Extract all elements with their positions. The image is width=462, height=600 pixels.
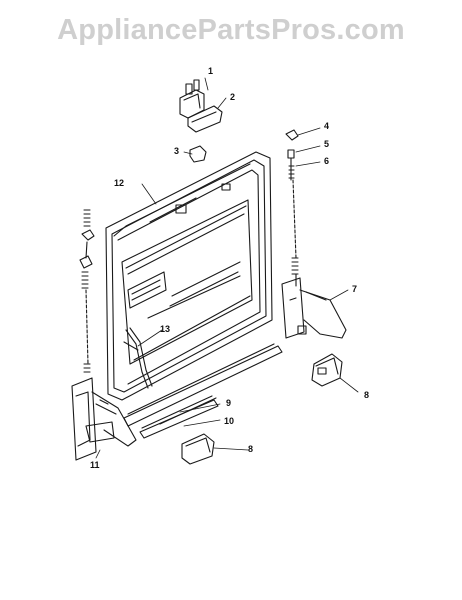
- left-hinge-bracket: [71, 377, 137, 461]
- callout-1: 1: [208, 66, 214, 76]
- spring-hardware-left: [79, 209, 95, 373]
- callout-10: 10: [224, 416, 235, 426]
- bottom-rail: [123, 343, 283, 439]
- door-foot-bottom: [181, 433, 215, 465]
- callout-4: 4: [324, 121, 330, 131]
- callout-6: 6: [324, 156, 330, 166]
- watermark-logo: AppliancePartsPros.com: [57, 14, 405, 46]
- latch-knob-part: [189, 145, 207, 163]
- callout-11: 11: [90, 460, 100, 470]
- callout-7: 7: [352, 284, 358, 294]
- callout-13: 13: [160, 324, 171, 334]
- right-hinge-bracket: [281, 277, 347, 339]
- callout-3: 3: [174, 146, 180, 156]
- callout-12: 12: [114, 178, 125, 188]
- callout-8-right: 8: [364, 390, 370, 400]
- callout-2: 2: [230, 92, 236, 102]
- door-panel: [105, 151, 273, 401]
- callout-5: 5: [324, 139, 330, 149]
- door-seal-strip: [123, 327, 153, 389]
- door-foot-right: [311, 353, 343, 387]
- callout-9: 9: [226, 398, 232, 408]
- spring-hardware-right: [285, 129, 299, 287]
- door-latch-assembly: [179, 79, 223, 133]
- leader-lines: [95, 77, 359, 459]
- callout-8-bottom: 8: [248, 444, 254, 454]
